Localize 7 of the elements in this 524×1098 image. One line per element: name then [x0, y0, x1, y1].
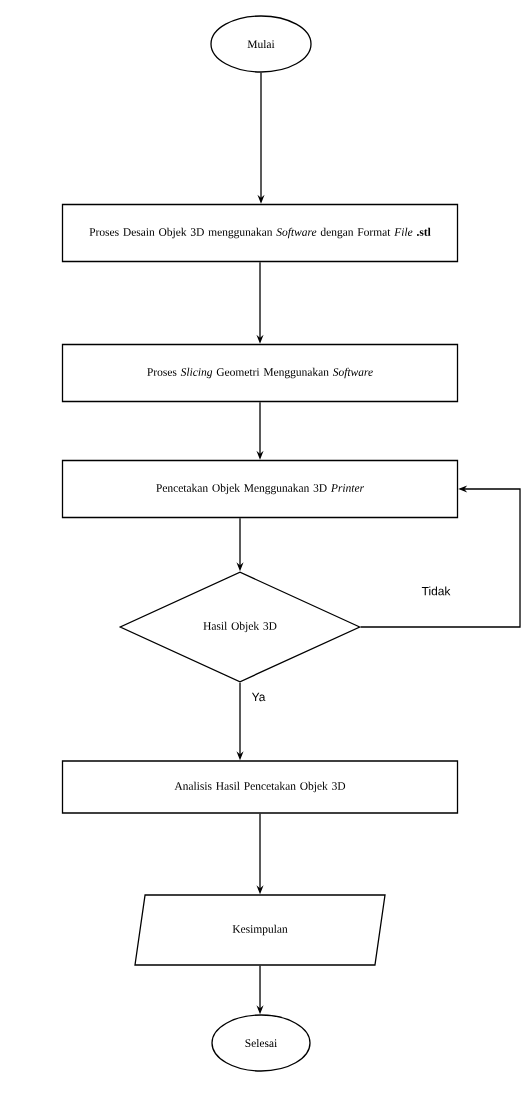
process-box: Pencetakan Objek Menggunakan 3D Printer [61, 459, 459, 519]
edge-label: Tidak [420, 585, 452, 597]
io-parallelogram: Kesimpulan [134, 894, 386, 966]
process-box: Proses Desain Objek 3D menggunakan Software dengan Format File .stl [61, 203, 459, 263]
edge-label: Ya [250, 691, 267, 703]
process-box: Proses Slicing Geometri Menggunakan Software [61, 343, 459, 403]
process-box: Analisis Hasil Pencetakan Objek 3D [61, 760, 459, 814]
